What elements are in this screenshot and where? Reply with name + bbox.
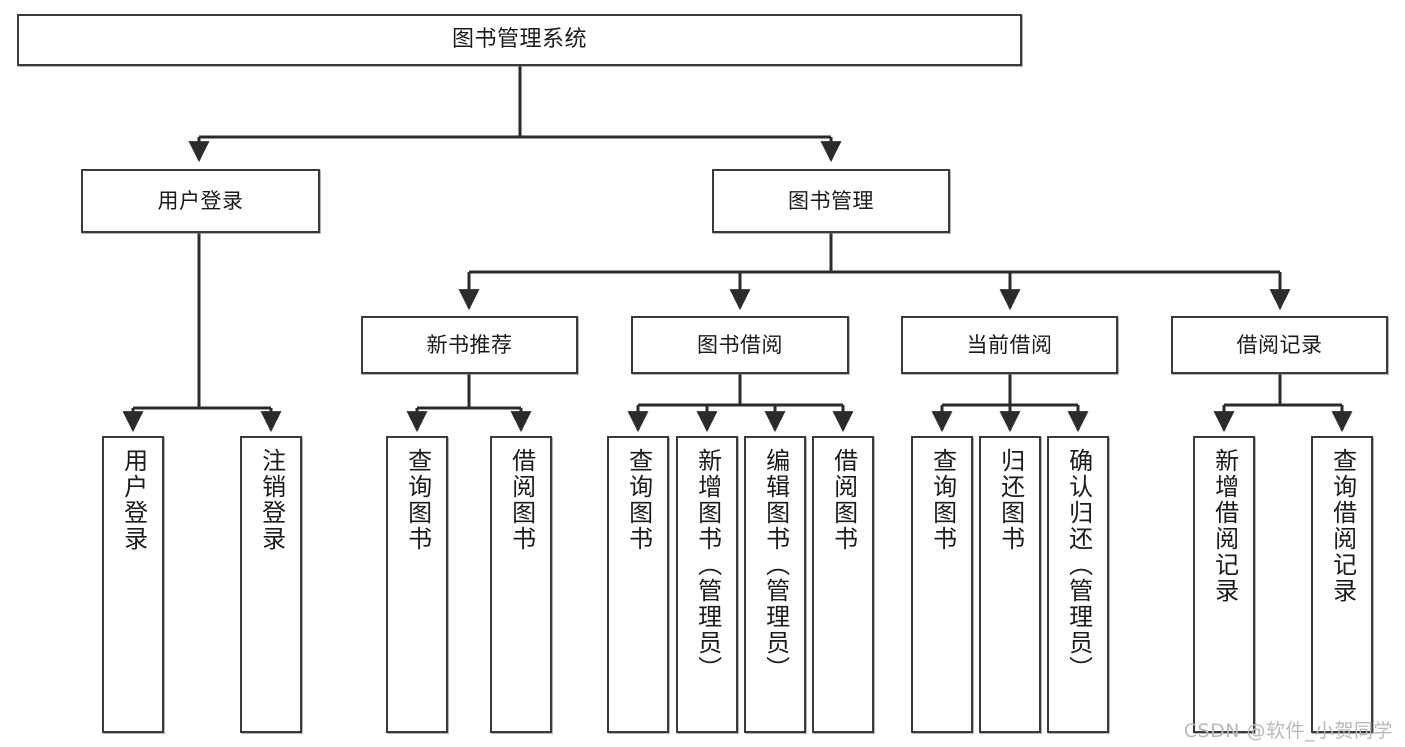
node-book-management[interactable]: 图书管理: [712, 169, 950, 233]
leaf-current-query-book-label: 查询图书: [928, 448, 957, 552]
node-new-book-recommend-label: 新书推荐: [426, 332, 513, 357]
leaf-current-return-book[interactable]: 归还图书: [979, 436, 1041, 733]
leaf-current-query-book[interactable]: 查询图书: [911, 436, 973, 733]
node-current-borrow-label: 当前借阅: [966, 332, 1053, 357]
leaf-borrow-edit-book-admin-label: 编辑图书（管理员）: [761, 448, 790, 682]
leaf-login-user-login-label: 用户登录: [119, 448, 148, 552]
node-new-book-recommend[interactable]: 新书推荐: [361, 316, 578, 374]
node-root-label: 图书管理系统: [451, 27, 587, 53]
leaf-newbooks-query-book[interactable]: 查询图书: [386, 436, 448, 733]
node-user-login-label: 用户登录: [157, 188, 244, 213]
leaf-newbooks-borrow-book[interactable]: 借阅图书: [490, 436, 552, 733]
node-book-borrow-label: 图书借阅: [697, 332, 783, 357]
leaf-borrow-add-book-admin-label: 新增图书（管理员）: [693, 448, 722, 682]
leaf-borrow-borrow-book-label: 借阅图书: [829, 448, 858, 552]
leaf-login-logout-label: 注销登录: [257, 448, 286, 552]
leaf-borrow-query-book[interactable]: 查询图书: [607, 436, 669, 733]
node-current-borrow[interactable]: 当前借阅: [901, 316, 1118, 374]
leaf-newbooks-borrow-book-label: 借阅图书: [507, 448, 536, 552]
leaf-newbooks-query-book-label: 查询图书: [403, 448, 432, 552]
node-borrow-records-label: 借阅记录: [1236, 332, 1323, 357]
leaf-borrow-query-book-label: 查询图书: [624, 448, 653, 552]
watermark: CSDN @软件_小贺同学: [1183, 720, 1393, 742]
leaf-borrow-add-book-admin[interactable]: 新增图书（管理员）: [676, 436, 738, 733]
leaf-records-query-record[interactable]: 查询借阅记录: [1311, 436, 1373, 733]
node-book-borrow[interactable]: 图书借阅: [631, 316, 849, 374]
node-borrow-records[interactable]: 借阅记录: [1171, 316, 1388, 374]
leaf-current-confirm-return-admin[interactable]: 确认归还（管理员）: [1047, 436, 1109, 733]
node-book-management-label: 图书管理: [788, 188, 874, 213]
leaf-current-confirm-return-admin-label: 确认归还（管理员）: [1064, 448, 1093, 682]
leaf-login-logout[interactable]: 注销登录: [240, 436, 302, 733]
leaf-records-add-record-label: 新增借阅记录: [1210, 448, 1239, 604]
leaf-borrow-edit-book-admin[interactable]: 编辑图书（管理员）: [744, 436, 806, 733]
leaf-login-user-login[interactable]: 用户登录: [102, 436, 164, 733]
leaf-records-query-record-label: 查询借阅记录: [1328, 448, 1357, 604]
leaf-current-return-book-label: 归还图书: [996, 448, 1025, 552]
leaf-records-add-record[interactable]: 新增借阅记录: [1193, 436, 1255, 733]
node-user-login[interactable]: 用户登录: [81, 169, 320, 233]
node-root[interactable]: 图书管理系统: [17, 14, 1022, 66]
leaf-borrow-borrow-book[interactable]: 借阅图书: [812, 436, 874, 733]
